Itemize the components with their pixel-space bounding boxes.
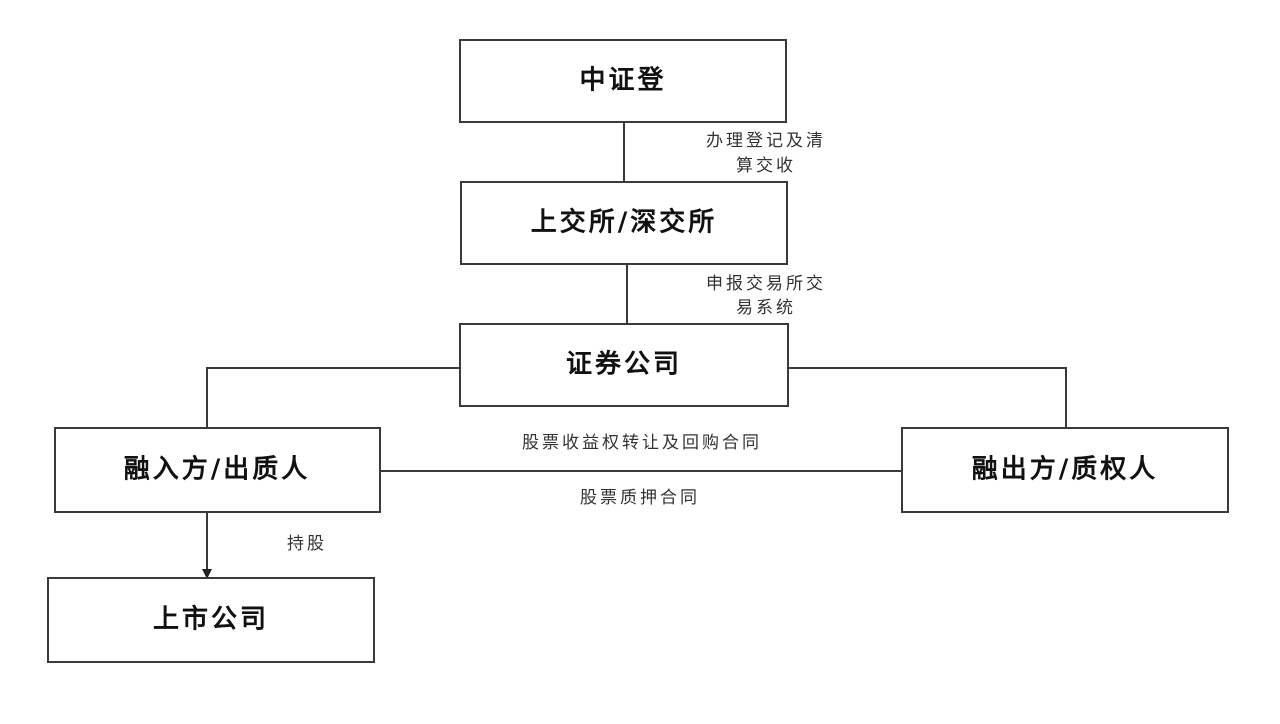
node-listed-company-label: 上市公司 bbox=[153, 604, 269, 635]
edge-label-exchange-broker-1: 申报交易所交 bbox=[706, 274, 826, 294]
edge-label-csdc-exchange-1: 办理登记及清 bbox=[706, 131, 826, 151]
node-csdc-label: 中证登 bbox=[579, 65, 666, 96]
node-borrower: 融入方/出质人 bbox=[54, 427, 381, 513]
node-broker-label: 证券公司 bbox=[566, 350, 682, 380]
edge-label-contract-bottom: 股票质押合同 bbox=[580, 488, 700, 508]
node-csdc: 中证登 bbox=[459, 39, 787, 123]
node-lender: 融出方/质权人 bbox=[901, 427, 1229, 513]
node-borrower-label: 融入方/出质人 bbox=[124, 454, 311, 485]
node-exchange: 上交所/深交所 bbox=[460, 181, 788, 265]
node-lender-label: 融出方/质权人 bbox=[972, 454, 1159, 485]
node-listed-company: 上市公司 bbox=[47, 577, 375, 663]
edge-label-contract-top: 股票收益权转让及回购合同 bbox=[522, 433, 762, 453]
edge-label-holding: 持股 bbox=[287, 534, 327, 554]
connector-broker-lender bbox=[788, 367, 1067, 428]
edge-label-csdc-exchange-2: 算交收 bbox=[736, 156, 796, 176]
node-broker: 证券公司 bbox=[459, 323, 789, 407]
edge-label-exchange-broker-2: 易系统 bbox=[736, 298, 796, 318]
connector-broker-borrower bbox=[206, 367, 460, 428]
node-exchange-label: 上交所/深交所 bbox=[531, 207, 718, 238]
